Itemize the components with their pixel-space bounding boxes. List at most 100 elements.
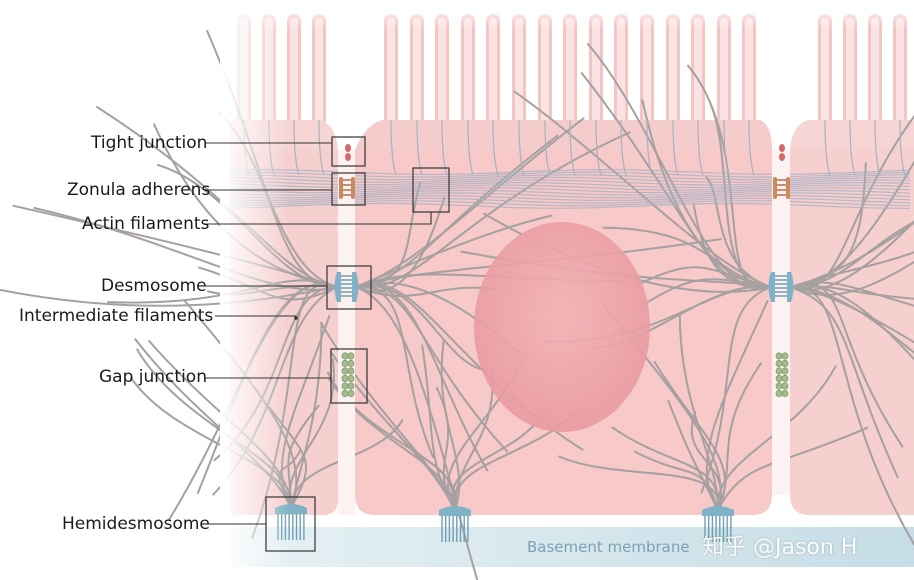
- tight-junction-label: Tight junction: [91, 133, 208, 153]
- microvillus-core: [438, 18, 446, 124]
- microvillus-core: [566, 18, 574, 124]
- microvillus-core: [541, 18, 549, 124]
- gap-junction-channel: [341, 367, 349, 375]
- microvillus-core: [315, 18, 323, 124]
- intermediate-filament: [602, 226, 772, 288]
- microvillus-actin: [492, 119, 499, 176]
- intermediate-filament: [435, 386, 456, 511]
- microvillus-actin: [899, 119, 906, 176]
- microvillus-actin: [318, 119, 325, 176]
- microvillus-actin: [849, 119, 856, 176]
- microvillus-core: [896, 18, 904, 124]
- microvillus-actin: [416, 119, 423, 176]
- gap-junction-channel: [341, 359, 349, 368]
- microvillus-core: [592, 18, 600, 124]
- gap-junction-channel: [775, 389, 783, 398]
- gap-junction-label: Gap junction: [99, 367, 207, 387]
- gap-junction-box: [330, 348, 368, 404]
- desmosome-box: [326, 265, 372, 310]
- hemidesmosome-label: Hemidesmosome: [62, 514, 210, 534]
- nucleus: [474, 222, 650, 432]
- intermediate-filament: [355, 285, 509, 453]
- microvillus-core: [515, 18, 523, 124]
- intermediate-filament: [12, 204, 338, 288]
- gap-junction-channel: [781, 382, 789, 390]
- intermediate-filament: [700, 286, 772, 494]
- intermediate-filament: [790, 221, 914, 289]
- actin-filaments-label: Actin filaments: [82, 214, 210, 234]
- microvillus-actin: [467, 119, 474, 176]
- microvillus-actin: [824, 119, 831, 176]
- microvillus-core: [669, 18, 677, 124]
- zonula-adherens-left: [339, 177, 355, 199]
- intermediate-filament: [705, 176, 772, 288]
- zonula-adherens-label: Zonula adherens: [67, 180, 211, 200]
- tight-junction-left: [345, 144, 351, 161]
- intermediate-filament: [558, 455, 720, 511]
- microvillus-actin: [874, 119, 881, 176]
- top-fade: [220, 0, 914, 30]
- intermediate-filament: [716, 365, 837, 511]
- gap-junction-channel: [775, 352, 783, 360]
- left-fade: [220, 0, 290, 580]
- microvillus-actin: [595, 119, 602, 176]
- microvillus-actin: [723, 119, 730, 176]
- intermediate-filament: [634, 450, 719, 511]
- microvillus-core: [387, 18, 395, 124]
- microvillus-core: [720, 18, 728, 124]
- left-intercellular-space: [338, 150, 355, 515]
- gap-junction-channel: [341, 382, 349, 390]
- intermediate-filament: [717, 362, 762, 511]
- microvillus-core: [617, 18, 625, 124]
- gap-junction-channel: [347, 352, 355, 360]
- intermediate-filament: [790, 286, 914, 354]
- microvillus-actin: [544, 119, 551, 176]
- microvillus-actin: [748, 119, 755, 176]
- intermediate-filament: [717, 426, 869, 511]
- microvillus-core: [643, 18, 651, 124]
- intermediate-filament: [705, 300, 769, 511]
- microvilli: [237, 14, 907, 126]
- microvillus-core: [871, 18, 879, 124]
- microvillus-core: [821, 18, 829, 124]
- intermediate-filament: [790, 286, 899, 479]
- microvillus-core: [290, 18, 298, 124]
- intermediate-filament: [290, 321, 323, 509]
- gap-junction-channel: [775, 359, 783, 368]
- gap-junction-channel: [347, 389, 355, 398]
- leader-lines: [205, 142, 432, 525]
- intermediate-filament: [355, 134, 559, 288]
- microvillus-actin: [569, 119, 576, 176]
- gap-junctions: [341, 352, 789, 398]
- gap-junction-channel: [781, 352, 789, 360]
- microvillus-actin: [441, 119, 448, 176]
- zonula-adherens-box: [331, 172, 366, 206]
- desmosome-right: [768, 272, 794, 302]
- intermediate-filaments-label: Intermediate filaments: [19, 306, 214, 326]
- intermediate-filament: [355, 286, 479, 580]
- intermediate-filament: [641, 99, 772, 288]
- microvillus-core: [846, 18, 854, 124]
- gap-junction-channel: [347, 382, 355, 390]
- intermediate-filament: [355, 214, 553, 288]
- intermediate-filament: [790, 286, 914, 344]
- intermediate-filament: [790, 220, 914, 291]
- gap-junction-channel: [347, 367, 355, 375]
- microvillus-actin: [620, 119, 627, 176]
- intermediate-filament-pointer-dot: [294, 316, 298, 320]
- watermark: 知乎 @Jason H: [702, 535, 858, 560]
- basement-membrane: [230, 527, 914, 567]
- microvillus-actin: [672, 119, 679, 176]
- gap-junction-channel: [775, 374, 783, 383]
- gap-junction-channel: [347, 359, 355, 368]
- intermediate-filament: [451, 409, 546, 511]
- intermediate-filament: [790, 285, 914, 300]
- microvillus-actin: [697, 119, 704, 176]
- gap-junction-channel: [781, 389, 789, 398]
- desmosome-label: Desmosome: [101, 276, 207, 296]
- microvillus-core: [745, 18, 753, 124]
- microvillus-actin: [293, 119, 300, 176]
- intermediate-filament: [355, 286, 498, 297]
